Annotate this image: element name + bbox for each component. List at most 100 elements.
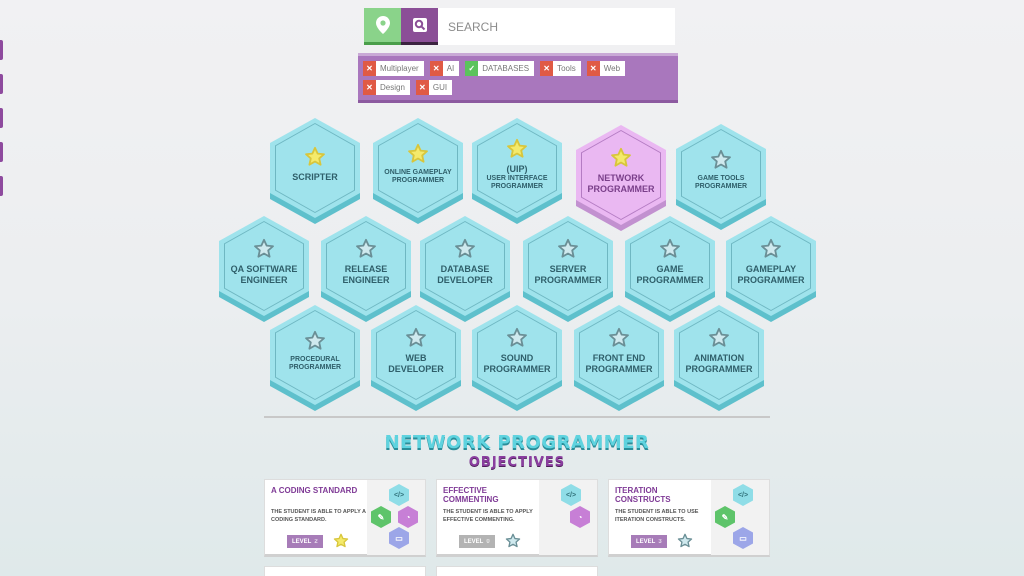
hex-layer: [379, 124, 457, 212]
hex-layer: [276, 124, 354, 212]
role-hex-qa-software-engineer[interactable]: QA SOFTWARE ENGINEER: [219, 216, 309, 322]
role-label: WEB DEVELOPER: [388, 353, 444, 374]
edge-tick: [0, 176, 3, 196]
role-hex-game-programmer[interactable]: GAME PROGRAMMER: [625, 216, 715, 322]
filter-chip-label: Web: [603, 64, 621, 73]
level-label: LEVEL: [636, 538, 656, 545]
code-icon: </>: [389, 484, 409, 506]
hex-content: DATABASE DEVELOPER: [420, 216, 510, 316]
filter-chip-label: Multiplayer: [380, 64, 419, 73]
hex-content: GAMEPLAY PROGRAMMER: [726, 216, 816, 316]
hex-content: FRONT END PROGRAMMER: [574, 305, 664, 405]
skill-icon-panel: </>◔: [539, 480, 597, 555]
role-hex-server-programmer[interactable]: SERVER PROGRAMMER: [523, 216, 613, 322]
star-empty-icon: [254, 238, 274, 258]
role-label: (UIP): [506, 163, 528, 174]
star-filled-icon: [611, 147, 631, 167]
search-input[interactable]: [438, 8, 675, 45]
role-hex-gameplay-programmer[interactable]: GAMEPLAY PROGRAMMER: [726, 216, 816, 322]
hex-content: ANIMATION PROGRAMMER: [674, 305, 764, 405]
role-hex-web-developer[interactable]: WEB DEVELOPER: [371, 305, 461, 411]
filter-chip[interactable]: ✕GUI: [415, 80, 453, 95]
star-filled-icon: [305, 146, 325, 166]
star-empty-icon: [455, 238, 475, 258]
star-filled-icon: [507, 138, 527, 158]
star-empty-icon: [677, 533, 693, 548]
close-icon: ✕: [586, 61, 600, 76]
close-icon: ✕: [363, 61, 376, 76]
role-label: GAMEPLAY PROGRAMMER: [737, 264, 805, 285]
divider: [264, 416, 770, 418]
role-label: NETWORK PROGRAMMER: [587, 173, 655, 194]
close-icon: ✕: [363, 80, 376, 95]
star-empty-icon: [660, 238, 680, 258]
star-empty-icon: [505, 533, 521, 548]
search-bar: [364, 8, 675, 45]
level-number: 2: [314, 538, 318, 545]
role-hex-network-programmer[interactable]: NETWORK PROGRAMMER: [576, 125, 666, 231]
hex-layer: [682, 130, 760, 218]
level-label: LEVEL: [292, 538, 312, 545]
level-number: 3: [658, 538, 662, 545]
check-icon: ✓: [465, 61, 479, 76]
close-icon: ✕: [415, 80, 429, 95]
hex-content: ONLINE GAMEPLAY PROGRAMMER: [373, 118, 463, 218]
hex-layer: [582, 131, 660, 219]
star-empty-icon: [406, 327, 426, 347]
objective-card-peek[interactable]: [436, 566, 598, 576]
role-hex-sound-programmer[interactable]: SOUND PROGRAMMER: [472, 305, 562, 411]
role-hex-database-developer[interactable]: DATABASE DEVELOPER: [420, 216, 510, 322]
role-hex-release-engineer[interactable]: RELEASE ENGINEER: [321, 216, 411, 322]
objective-description: THE STUDENT IS ABLE TO APPLY EFFECTIVE C…: [443, 509, 533, 523]
filter-chip[interactable]: ✓DATABASES: [465, 61, 535, 76]
hex-content: WEB DEVELOPER: [371, 305, 461, 405]
filter-chip[interactable]: ✕AI: [429, 61, 460, 76]
objective-title: A CODING STANDARD: [271, 486, 358, 495]
location-pin-icon: [375, 16, 390, 34]
pen-icon: ✎: [715, 506, 735, 528]
role-sublabel: USER INTERFACE PROGRAMMER: [486, 174, 548, 190]
edge-tick: [0, 40, 3, 60]
role-hex-front-end-programmer[interactable]: FRONT END PROGRAMMER: [574, 305, 664, 411]
filter-chip[interactable]: ✕Web: [586, 61, 626, 76]
role-hex-scripter[interactable]: SCRIPTER: [270, 118, 360, 224]
role-label: FRONT END PROGRAMMER: [585, 353, 653, 374]
edge-tick: [0, 108, 3, 128]
role-hex-procedural-programmer[interactable]: PROCEDURAL PROGRAMMER: [270, 305, 360, 411]
filter-chip[interactable]: ✕ Multiplayer: [363, 61, 424, 76]
code-icon: </>: [733, 484, 753, 506]
search-button[interactable]: [401, 8, 438, 45]
level-number: 0: [486, 538, 490, 545]
role-hex-game-tools-programmer[interactable]: GAME TOOLS PROGRAMMER: [676, 124, 766, 230]
star-empty-icon: [761, 238, 781, 258]
star-filled-icon: [333, 533, 349, 548]
filter-chip[interactable]: ✕Tools: [540, 61, 581, 76]
role-hex-online-gameplay-programmer[interactable]: ONLINE GAMEPLAY PROGRAMMER: [373, 118, 463, 224]
hex-content: GAME TOOLS PROGRAMMER: [676, 124, 766, 224]
close-icon: ✕: [540, 61, 554, 76]
hex-content: PROCEDURAL PROGRAMMER: [270, 305, 360, 405]
role-label: DATABASE DEVELOPER: [437, 264, 493, 285]
objectives-heading: OBJECTIVES: [468, 455, 566, 470]
hex-content: RELEASE ENGINEER: [321, 216, 411, 316]
monitor-icon: ▭: [389, 527, 409, 549]
hex-content: GAME PROGRAMMER: [625, 216, 715, 316]
pie-chart-icon: ◔: [570, 506, 590, 528]
hex-content: QA SOFTWARE ENGINEER: [219, 216, 309, 316]
role-hex-uip[interactable]: (UIP)USER INTERFACE PROGRAMMER: [472, 118, 562, 224]
edge-tick: [0, 74, 3, 94]
objective-title: ITERATION CONSTRUCTS: [615, 486, 671, 504]
role-label: GAME TOOLS PROGRAMMER: [694, 175, 748, 190]
filter-chip[interactable]: ✕Design: [363, 80, 410, 95]
filter-chip-label: Tools: [557, 64, 576, 73]
role-label: PROCEDURAL PROGRAMMER: [288, 356, 342, 371]
role-hex-animation-programmer[interactable]: ANIMATION PROGRAMMER: [674, 305, 764, 411]
objective-card-peek[interactable]: [264, 566, 426, 576]
hex-content: SCRIPTER: [270, 118, 360, 218]
location-button[interactable]: [364, 8, 401, 45]
filter-chip-label: GUI: [432, 83, 448, 92]
